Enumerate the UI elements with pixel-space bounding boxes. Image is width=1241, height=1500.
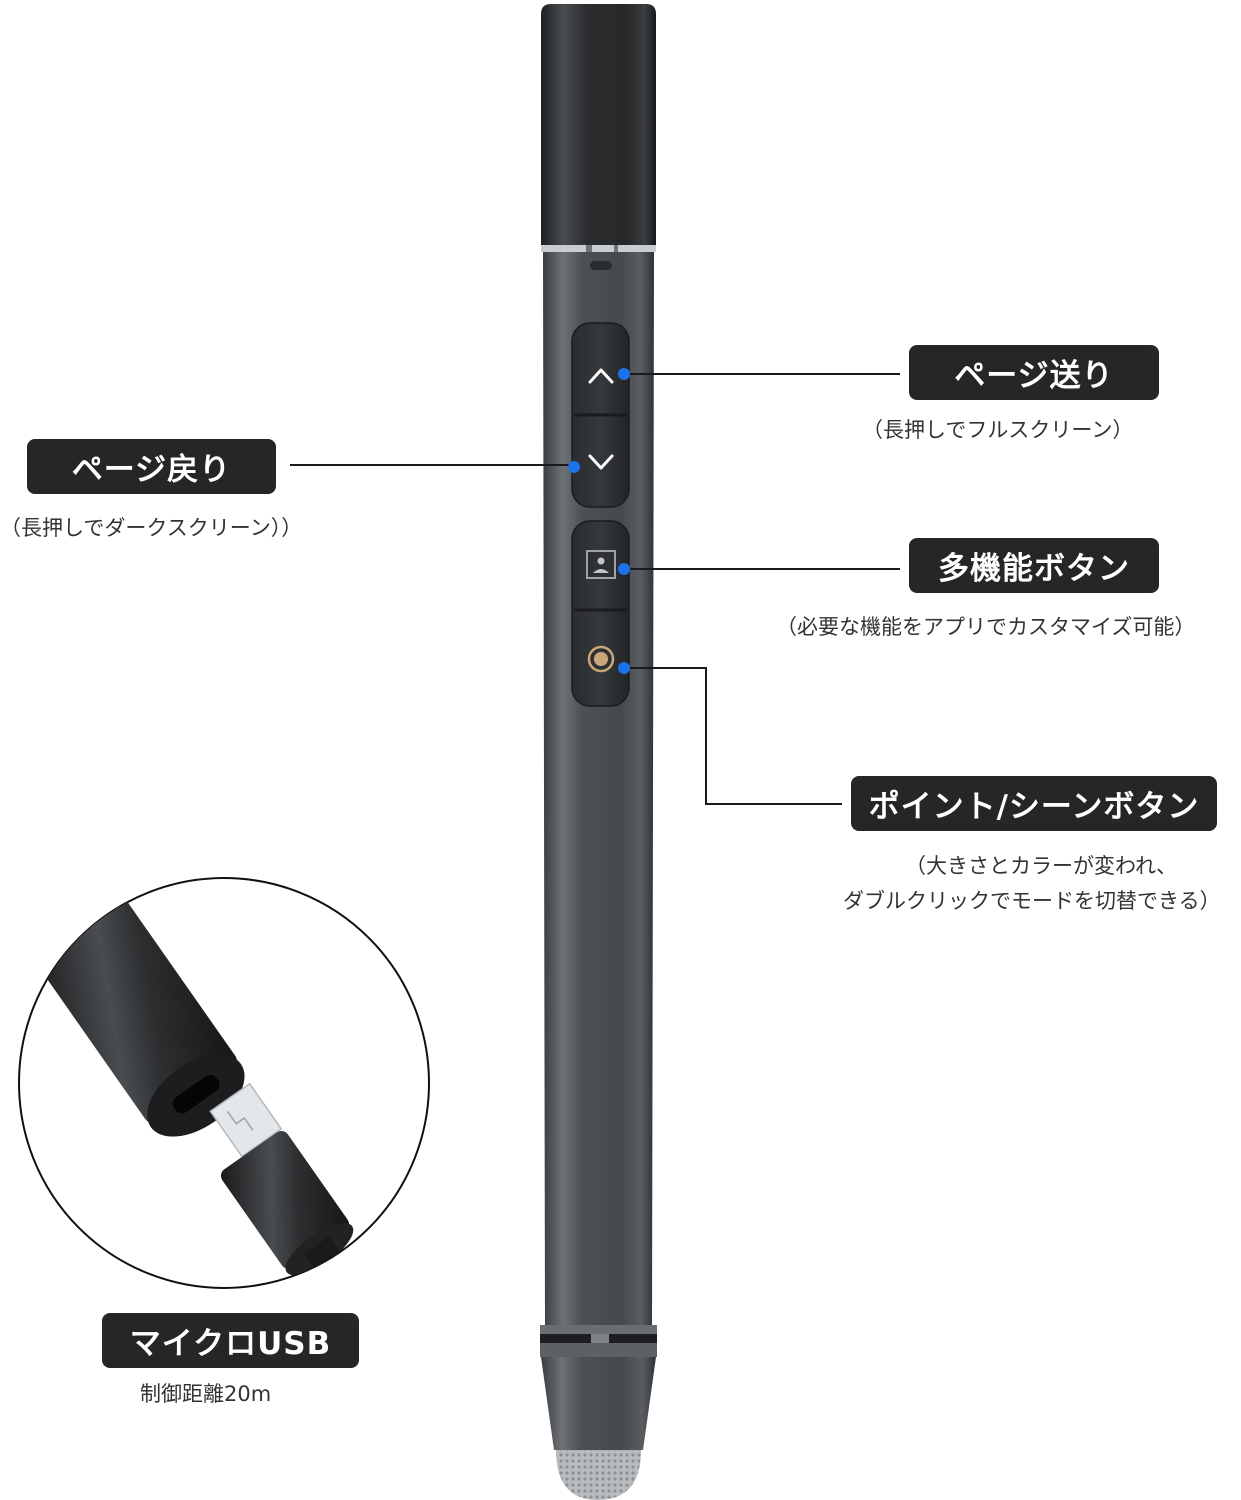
label-page-forward: ページ送り — [909, 345, 1159, 400]
caption-page-forward: （長押しでフルスクリーン） — [862, 418, 1134, 442]
pen-cap — [541, 4, 656, 245]
function-button-group — [571, 520, 630, 707]
label-micro-usb: マイクロUSB — [102, 1313, 359, 1368]
laser-pointer-icon[interactable] — [587, 645, 615, 673]
caption-control-distance: 制御距離20m — [140, 1382, 272, 1406]
micro-usb-inset — [18, 877, 430, 1289]
label-page-back: ページ戻り — [27, 439, 276, 494]
marker-dots — [568, 368, 630, 674]
pen-tip-cone — [541, 1357, 656, 1450]
caption-pointer-scene-2: ダブルクリックでモードを切替できる） — [843, 889, 1221, 913]
pen-body — [543, 252, 654, 1330]
chevron-up-icon[interactable] — [588, 368, 614, 384]
caption-page-back: （長押しでダークスクリーン）） — [0, 516, 303, 540]
pen-lower-band — [540, 1325, 657, 1357]
person-screen-icon[interactable] — [586, 550, 616, 579]
label-pointer-scene: ポイント/シーンボタン — [851, 776, 1217, 831]
led-indicator — [590, 261, 612, 270]
chevron-down-icon[interactable] — [588, 454, 614, 470]
pen-ring — [541, 245, 656, 252]
caption-pointer-scene-1: （大きさとカラーが変われ、 — [905, 854, 1178, 878]
label-multi-function: 多機能ボタン — [909, 538, 1159, 593]
page-button-group — [571, 322, 630, 508]
mesh-stylus-tip — [556, 1450, 641, 1500]
caption-multi-function: （必要な機能をアプリでカスタマイズ可能） — [776, 615, 1196, 639]
leader-lines — [290, 373, 900, 805]
